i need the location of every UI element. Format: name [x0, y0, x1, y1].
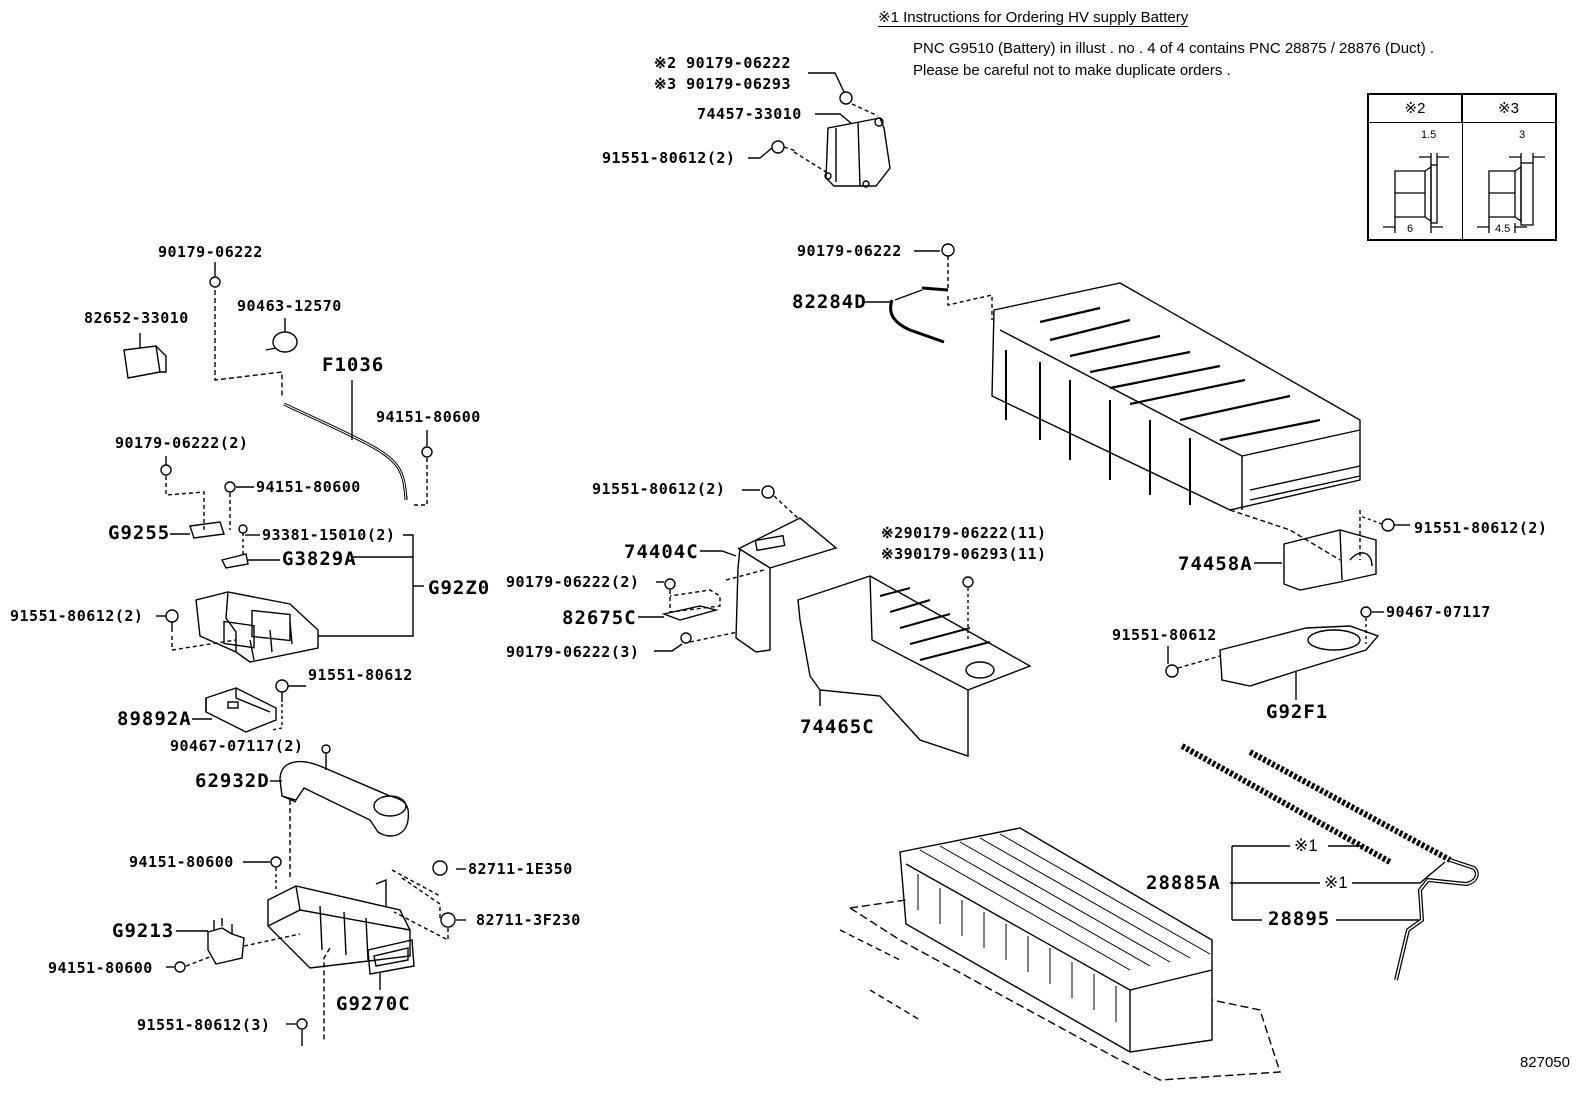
part-label-bolt-right-2[interactable]: 91551-80612(2): [1414, 519, 1548, 537]
wire-harness-28885a-drawing: [1180, 743, 1479, 981]
part-label-bolt-top[interactable]: 91551-80612(2): [602, 149, 736, 167]
part-label-nut-mid-3[interactable]: 90179-06222(3): [506, 643, 640, 661]
part-label-bolt-right[interactable]: 91551-80612: [1112, 626, 1217, 644]
left-upper-parts: [123, 262, 433, 569]
part-label-94151-80600-d[interactable]: 94151-80600: [48, 959, 153, 977]
bracket-74457-drawing: [771, 91, 891, 188]
ecu-89892a-drawing: [205, 679, 289, 733]
part-label-bolt-mid-2[interactable]: 91551-80612(2): [592, 480, 726, 498]
part-label-82284d[interactable]: 82284D: [792, 291, 867, 313]
notes-line-1: PNC G9510 (Battery) in illust . no . 4 o…: [913, 40, 1435, 57]
notes-line-2: Please be careful not to make duplicate …: [913, 62, 1231, 79]
part-label-nut-mid-11a[interactable]: ※290179-06222(11): [881, 524, 1047, 542]
battery-ecu-g9270c-drawing: [267, 856, 456, 1040]
illustration-code: 827050: [1519, 1054, 1570, 1071]
part-label-bolt-left-3[interactable]: 91551-80612(3): [137, 1016, 271, 1034]
part-label-top-nut-b[interactable]: ※3 90179-06293: [654, 75, 791, 93]
note-mark-1b: ※1: [1324, 873, 1348, 892]
part-label-g3829a[interactable]: G3829A: [282, 548, 357, 570]
part-label-74465c[interactable]: 74465C: [800, 716, 875, 738]
table-header-3: ※3: [1462, 95, 1555, 123]
part-label-nut-mid-top[interactable]: 90179-06222: [797, 242, 902, 260]
part-label-94151-80600-a[interactable]: 94151-80600: [376, 408, 481, 426]
part-label-74404c[interactable]: 74404C: [624, 541, 699, 563]
part-label-28895[interactable]: 28895: [1268, 908, 1331, 930]
nut-profiles-drawing: [1383, 153, 1545, 233]
battery-case-drawing: [889, 243, 1361, 561]
part-label-nut-mid-2[interactable]: 90179-06222(2): [506, 573, 640, 591]
part-label-g9270c[interactable]: G9270C: [336, 993, 411, 1015]
bolt-icon: [771, 140, 785, 154]
table-divider: [1462, 95, 1463, 239]
dim-3-bottom: 4.5: [1495, 223, 1511, 235]
dim-2-top: 1.5: [1421, 129, 1437, 141]
table-header-2: ※2: [1369, 95, 1462, 123]
connector-g92f1-drawing: [1165, 606, 1380, 700]
part-label-94151-80600-c[interactable]: 94151-80600: [129, 853, 234, 871]
part-label-90463-12570[interactable]: 90463-12570: [237, 297, 342, 315]
part-label-nut-left-top[interactable]: 90179-06222: [158, 243, 263, 261]
part-label-90467-07117-2[interactable]: 90467-07117(2): [170, 737, 304, 755]
part-label-62932d[interactable]: 62932D: [195, 770, 270, 792]
part-label-94151-80600-b[interactable]: 94151-80600: [256, 478, 361, 496]
part-label-f1036[interactable]: F1036: [322, 354, 385, 376]
part-label-top-nut-a[interactable]: ※2 90179-06222: [654, 54, 791, 72]
part-label-90467-07117[interactable]: 90467-07117: [1386, 603, 1491, 621]
part-label-28885a[interactable]: 28885A: [1146, 872, 1221, 894]
part-label-91551-80612-ecu[interactable]: 91551-80612: [308, 666, 413, 684]
cover-74465c-drawing: [797, 575, 1032, 757]
part-label-bolt-left-2[interactable]: 91551-80612(2): [10, 607, 144, 625]
battery-module-drawing: [839, 827, 1281, 1081]
notes-title: ※1 Instructions for Ordering HV supply B…: [878, 9, 1189, 26]
part-label-g9213[interactable]: G9213: [112, 920, 175, 942]
part-label-89892a[interactable]: 89892A: [117, 708, 192, 730]
part-label-g92f1[interactable]: G92F1: [1266, 701, 1329, 723]
part-label-nut-mid-11b[interactable]: ※390179-06293(11): [881, 545, 1047, 563]
relay-g9213-drawing: [174, 918, 301, 973]
nut-spec-table: ※2 ※3 1.5 6 3 4.5: [1367, 93, 1557, 241]
duct-74458a-drawing: [1283, 510, 1395, 591]
nut-icon: [839, 91, 853, 105]
part-label-74458a[interactable]: 74458A: [1178, 553, 1253, 575]
part-label-82652-33010[interactable]: 82652-33010: [84, 309, 189, 327]
part-label-82711-3f230[interactable]: 82711-3F230: [476, 911, 581, 929]
part-label-82675c[interactable]: 82675C: [562, 607, 637, 629]
part-label-g92z0[interactable]: G92Z0: [428, 577, 491, 599]
part-label-82711-1e350[interactable]: 82711-1E350: [468, 860, 573, 878]
part-label-90179-06222-2[interactable]: 90179-06222(2): [115, 434, 249, 452]
bolt-g9270c-icon: [296, 1018, 308, 1030]
note-mark-1a: ※1: [1294, 836, 1318, 855]
part-label-g9255[interactable]: G9255: [108, 522, 171, 544]
dim-3-top: 3: [1519, 129, 1526, 141]
bracket-74404c-drawing: [661, 485, 838, 653]
duct-62932d-drawing: [279, 744, 410, 880]
junction-block-g92z0-drawing: [165, 591, 319, 663]
dim-2-bottom: 6: [1407, 223, 1414, 235]
part-label-93381-15010[interactable]: 93381-15010(2): [262, 526, 396, 544]
part-label-74457-33010[interactable]: 74457-33010: [697, 105, 802, 123]
